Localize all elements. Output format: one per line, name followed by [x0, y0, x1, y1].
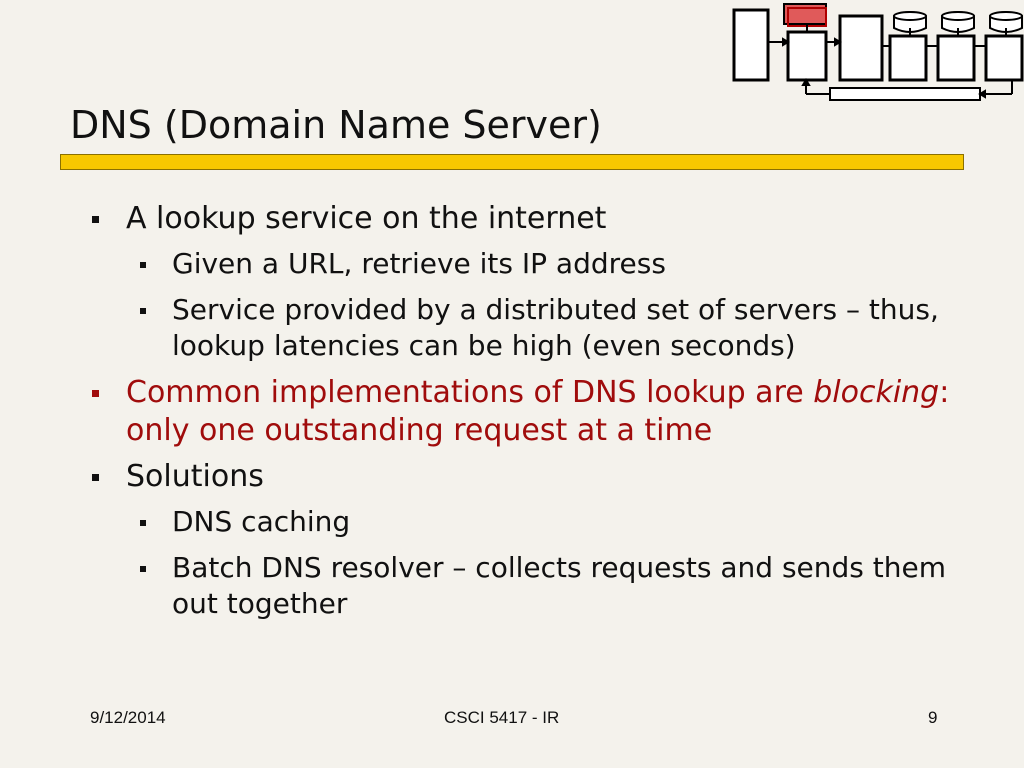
slide-title: DNS (Domain Name Server) [70, 103, 602, 147]
bullet-text-before: Common implementations of DNS lookup are [126, 375, 814, 410]
crawler-architecture-diagram-icon [732, 3, 1024, 101]
sub-bullet-item: Batch DNS resolver – collects requests a… [90, 550, 950, 622]
bullet-list: A lookup service on the internet Given a… [90, 200, 950, 632]
bullet-text-after: : only one outstanding request at a time [126, 375, 950, 448]
sub-bullet-item: Service provided by a distributed set of… [90, 292, 950, 364]
bullet-text: Solutions [126, 459, 264, 494]
title-accent-bar [60, 154, 964, 170]
bullet-blocking-implementations: Common implementations of DNS lookup are… [90, 374, 950, 450]
square-bullet-icon [140, 520, 146, 526]
bullet-lookup-service: A lookup service on the internet [90, 200, 950, 238]
footer-date: 9/12/2014 [90, 708, 166, 727]
footer-course: CSCI 5417 - IR [444, 708, 560, 727]
sub-bullet-item: Given a URL, retrieve its IP address [90, 246, 950, 282]
square-bullet-icon [92, 390, 99, 397]
sub-bullet-text: Service provided by a distributed set of… [172, 293, 939, 362]
footer-page-number: 9 [928, 708, 938, 727]
square-bullet-icon [92, 216, 99, 223]
square-bullet-icon [140, 566, 146, 572]
square-bullet-icon [140, 308, 146, 314]
sub-bullet-list: DNS caching Batch DNS resolver – collect… [90, 504, 950, 622]
sub-bullet-text: Batch DNS resolver – collects requests a… [172, 551, 947, 620]
sub-bullet-text: Given a URL, retrieve its IP address [172, 247, 666, 280]
sub-bullet-item: DNS caching [90, 504, 950, 540]
sub-bullet-list: Given a URL, retrieve its IP address Ser… [90, 246, 950, 364]
square-bullet-icon [140, 262, 146, 268]
square-bullet-icon [92, 474, 99, 481]
sub-bullet-text: DNS caching [172, 505, 351, 538]
bullet-text-emphasis: blocking [813, 375, 940, 410]
bullet-solutions: Solutions [90, 458, 950, 496]
bullet-text: A lookup service on the internet [126, 201, 607, 236]
